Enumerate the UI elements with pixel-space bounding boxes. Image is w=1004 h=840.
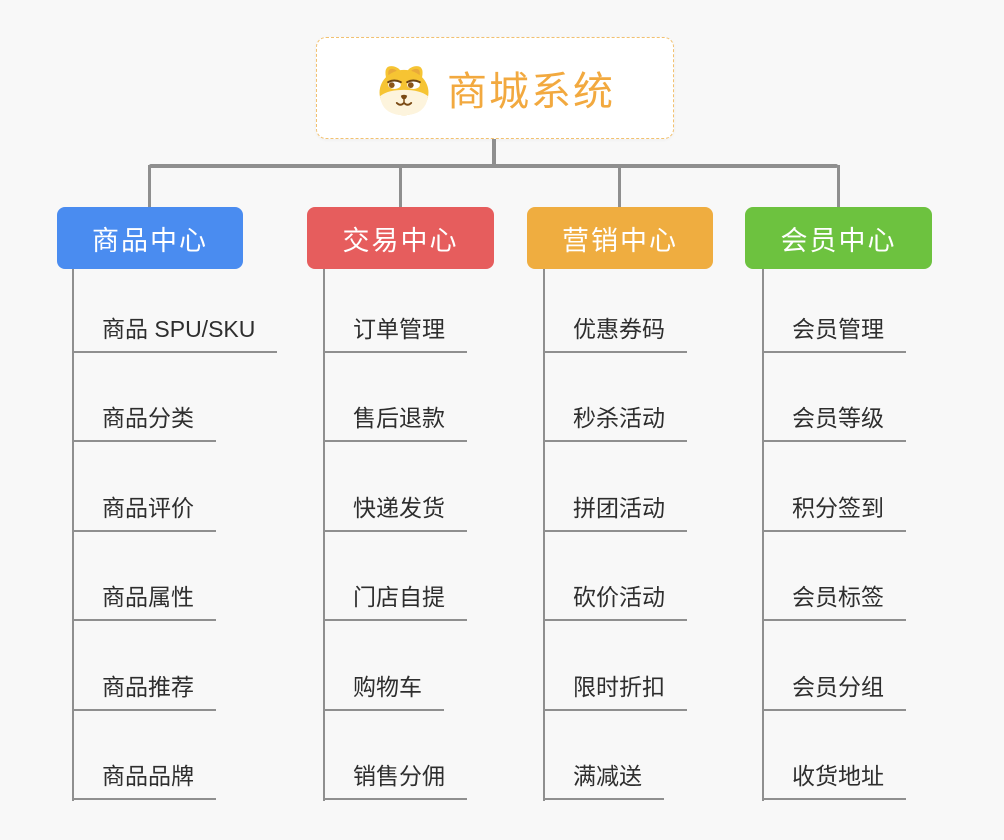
leaf-node[interactable]: 砍价活动	[543, 582, 687, 621]
leaf-node[interactable]: 优惠券码	[543, 314, 687, 353]
leaf-node[interactable]: 秒杀活动	[543, 403, 687, 442]
leaf-node[interactable]: 满减送	[543, 761, 664, 800]
leaf-node[interactable]: 销售分佣	[323, 761, 467, 800]
leaf-node[interactable]: 订单管理	[323, 314, 467, 353]
leaf-node[interactable]: 收货地址	[762, 761, 906, 800]
leaf-node[interactable]: 拼团活动	[543, 493, 687, 532]
connector-drop-member	[837, 165, 840, 207]
leaf-node[interactable]: 限时折扣	[543, 672, 687, 711]
leaf-node[interactable]: 会员等级	[762, 403, 906, 442]
leaf-node[interactable]: 商品属性	[72, 582, 216, 621]
connector-drop-product	[148, 165, 151, 207]
branch-node-marketing-center[interactable]: 营销中心	[527, 207, 713, 269]
connector-drop-marketing	[618, 165, 621, 207]
leaf-node[interactable]: 快递发货	[323, 493, 467, 532]
leaf-node[interactable]: 会员分组	[762, 672, 906, 711]
connector-trunk-trade	[323, 269, 325, 801]
leaf-node[interactable]: 积分签到	[762, 493, 906, 532]
branch-node-member-center[interactable]: 会员中心	[745, 207, 932, 269]
leaf-node[interactable]: 会员管理	[762, 314, 906, 353]
connector-drop-trade	[399, 165, 402, 207]
leaf-node[interactable]: 门店自提	[323, 582, 467, 621]
root-node[interactable]: 商城系统	[316, 37, 674, 139]
leaf-node[interactable]: 商品评价	[72, 493, 216, 532]
branch-label: 营销中心	[562, 225, 678, 256]
connector-trunk-product	[72, 269, 74, 801]
connector-trunk-marketing	[543, 269, 545, 801]
connector-horizontal-bar	[149, 164, 838, 168]
leaf-node[interactable]: 售后退款	[323, 403, 467, 442]
leaf-node[interactable]: 会员标签	[762, 582, 906, 621]
branch-label: 交易中心	[342, 225, 459, 256]
root-title: 商城系统	[447, 70, 615, 114]
branch-label: 会员中心	[780, 225, 897, 256]
connector-root-stem	[492, 139, 496, 168]
leaf-node[interactable]: 商品推荐	[72, 672, 216, 711]
leaf-node[interactable]: 商品 SPU/SKU	[72, 314, 278, 353]
connector-trunk-member	[762, 269, 764, 801]
dog-icon	[379, 66, 429, 116]
branch-label: 商品中心	[92, 225, 208, 256]
leaf-node[interactable]: 购物车	[323, 672, 444, 711]
leaf-node[interactable]: 商品品牌	[72, 761, 216, 800]
branch-node-product-center[interactable]: 商品中心	[57, 207, 243, 269]
branch-node-trade-center[interactable]: 交易中心	[307, 207, 494, 269]
leaf-node[interactable]: 商品分类	[72, 403, 216, 442]
